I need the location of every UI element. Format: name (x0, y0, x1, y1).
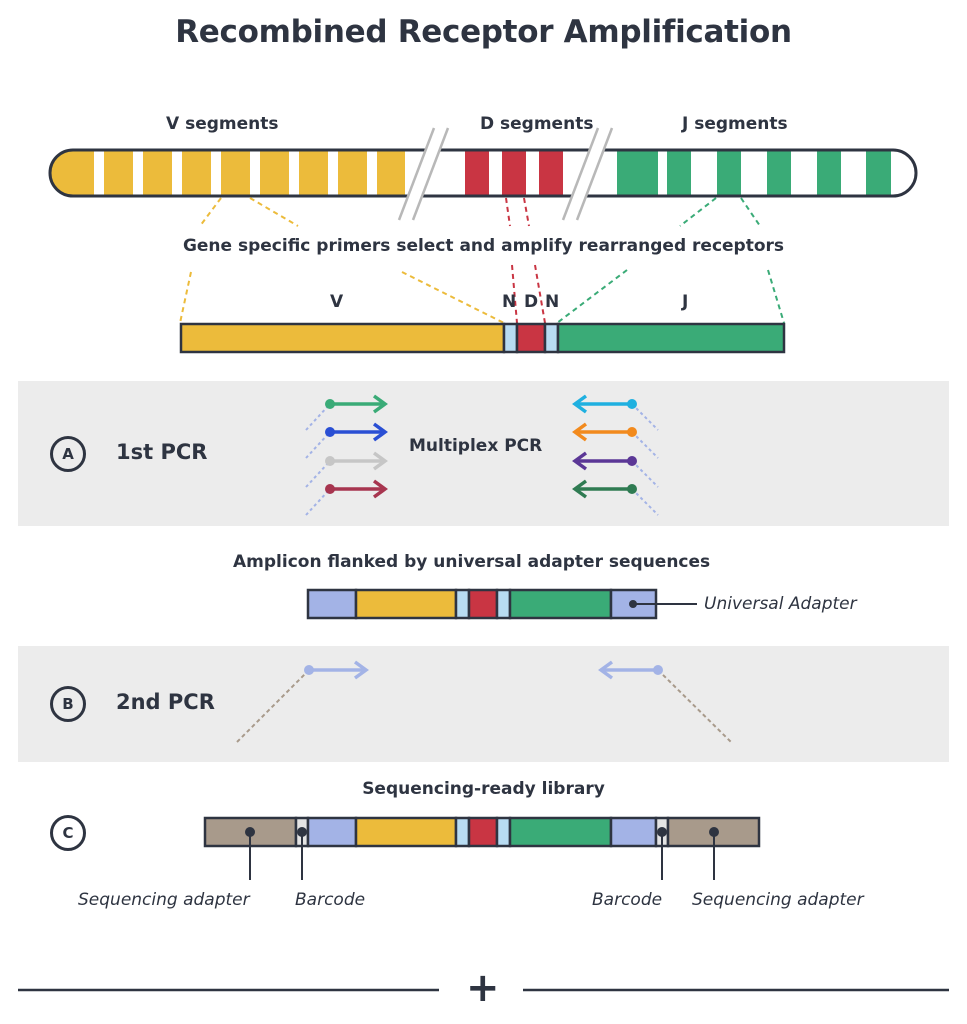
rearranged-j-label: J (682, 292, 689, 312)
seq-adapter-right-label: Sequencing adapter (692, 890, 864, 910)
universal-adapter-label: Universal Adapter (704, 594, 857, 614)
barcode-left-label: Barcode (295, 890, 366, 910)
step-b-band (18, 646, 949, 762)
d-segment-blocks (465, 150, 563, 196)
barcode-right-label: Barcode (592, 890, 663, 910)
amplicon (306, 588, 658, 620)
locus-outline (48, 148, 918, 198)
step-a-badge: A (50, 436, 86, 472)
rearranged-receptor (179, 322, 786, 354)
v-segment-blocks (50, 150, 405, 196)
library-caption: Sequencing-ready library (362, 779, 605, 799)
second-pcr-primers (236, 660, 732, 743)
j-segments-label: J segments (682, 114, 788, 134)
rearranged-v-label: V (330, 292, 344, 312)
forward-primers (305, 394, 388, 516)
universal-adapter-pointer (629, 600, 697, 608)
primer-connectors (179, 197, 785, 324)
rearranged-n2-label: N (545, 292, 560, 312)
reverse-primers (572, 394, 659, 516)
step-b-label: 2nd PCR (116, 690, 215, 714)
sequencing-library (203, 816, 761, 848)
step-b-badge: B (50, 686, 86, 722)
step-a-band (18, 381, 949, 526)
step-c-badge: C (50, 815, 86, 851)
amplicon-caption: Amplicon flanked by universal adapter se… (233, 552, 711, 572)
step-a-label: 1st PCR (116, 440, 208, 464)
page-title: Recombined Receptor Amplification (175, 14, 792, 50)
rearranged-d-label: D (524, 292, 539, 312)
germline-locus (50, 150, 916, 196)
v-segments-label: V segments (166, 114, 279, 134)
j-segment-blocks (617, 150, 891, 196)
library-pointers (245, 827, 719, 880)
rearranged-n1-label: N (502, 292, 517, 312)
multiplex-pcr-label: Multiplex PCR (409, 436, 543, 456)
seq-adapter-left-label: Sequencing adapter (78, 890, 250, 910)
locus-break-marks (397, 127, 614, 221)
expand-plus-icon[interactable]: + (466, 965, 500, 1011)
d-segments-label: D segments (480, 114, 594, 134)
primer-caption: Gene specific primers select and amplify… (182, 236, 785, 256)
